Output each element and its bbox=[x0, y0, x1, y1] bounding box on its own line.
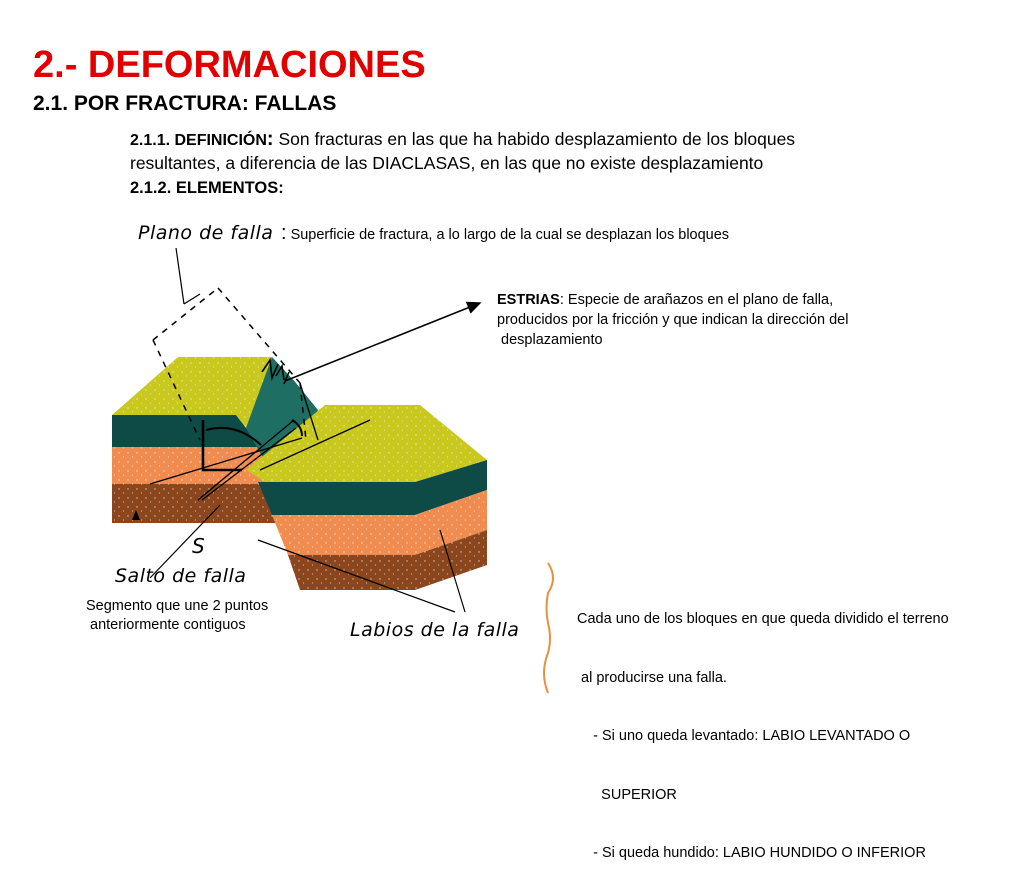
striation-marks bbox=[261, 357, 290, 385]
estrias-arrow bbox=[284, 301, 482, 382]
page-title: 2.- DEFORMACIONES bbox=[33, 44, 426, 86]
estrias-description: ESTRIAS: Especie de arañazos en el plano… bbox=[497, 290, 848, 350]
s-label: S bbox=[192, 534, 206, 558]
segmento-line-1: Segmento que une 2 puntos bbox=[86, 598, 269, 614]
plano-label: Plano de falla bbox=[138, 222, 274, 244]
section-subtitle: 2.1. POR FRACTURA: FALLAS bbox=[33, 92, 337, 115]
estrias-line-3: desplazamiento bbox=[497, 332, 603, 348]
segmento-description: Segmento que une 2 puntos anteriormente … bbox=[86, 597, 268, 635]
salto-label: Salto de falla bbox=[115, 565, 247, 587]
plano-colon: : bbox=[281, 222, 287, 244]
labios-label: Labios de la falla bbox=[350, 619, 520, 641]
small-arrow bbox=[132, 510, 140, 520]
segmento-line-2: anteriormente contiguos bbox=[86, 617, 246, 633]
definition-line-2: resultantes, a diferencia de las DIACLAS… bbox=[130, 153, 764, 173]
bloques-line-1: Cada uno de los bloques en que queda div… bbox=[577, 611, 949, 627]
elements-heading: 2.1.2. ELEMENTOS: bbox=[130, 179, 284, 197]
estrias-line-2: producidos por la fricción y que indican… bbox=[497, 312, 849, 328]
plano-desc-text: Superficie de fractura, a lo largo de la… bbox=[290, 227, 730, 243]
bloques-line-4: SUPERIOR bbox=[577, 786, 677, 803]
estrias-line-1: ESTRIAS: Especie de arañazos en el plano… bbox=[497, 290, 848, 310]
bloques-line-3: - Si uno queda levantado: LABIO LEVANTAD… bbox=[577, 728, 911, 744]
bloques-line-2: al producirse una falla. bbox=[577, 669, 727, 686]
definition-colon: : bbox=[266, 128, 274, 150]
lowered-block bbox=[246, 405, 487, 590]
dashed-projection bbox=[152, 287, 307, 441]
leader-lines bbox=[149, 247, 466, 613]
displacement-lines bbox=[149, 382, 371, 501]
lowered-block-dark-layer bbox=[258, 460, 487, 515]
raised-block bbox=[112, 357, 296, 523]
bloques-description: Cada uno de los bloques en que queda div… bbox=[577, 571, 949, 883]
fault-diagram bbox=[112, 247, 554, 694]
raised-block-dark-layer bbox=[112, 415, 260, 447]
estrias-term: ESTRIAS bbox=[497, 292, 560, 308]
definition-heading: 2.1.1. DEFINICIÓN bbox=[130, 132, 267, 149]
plano-description: :Superficie de fractura, a lo largo de l… bbox=[281, 222, 729, 245]
brace bbox=[543, 562, 554, 694]
estrias-text-1: : Especie de arañazos en el plano de fal… bbox=[559, 292, 834, 308]
definition-line-1: 2.1.1. DEFINICIÓN: Son fracturas en las … bbox=[130, 128, 795, 151]
definition-text: Son fracturas en las que ha habido despl… bbox=[273, 129, 796, 149]
bloques-line-5: - Si queda hundido: LABIO HUNDIDO O INFE… bbox=[577, 845, 926, 861]
